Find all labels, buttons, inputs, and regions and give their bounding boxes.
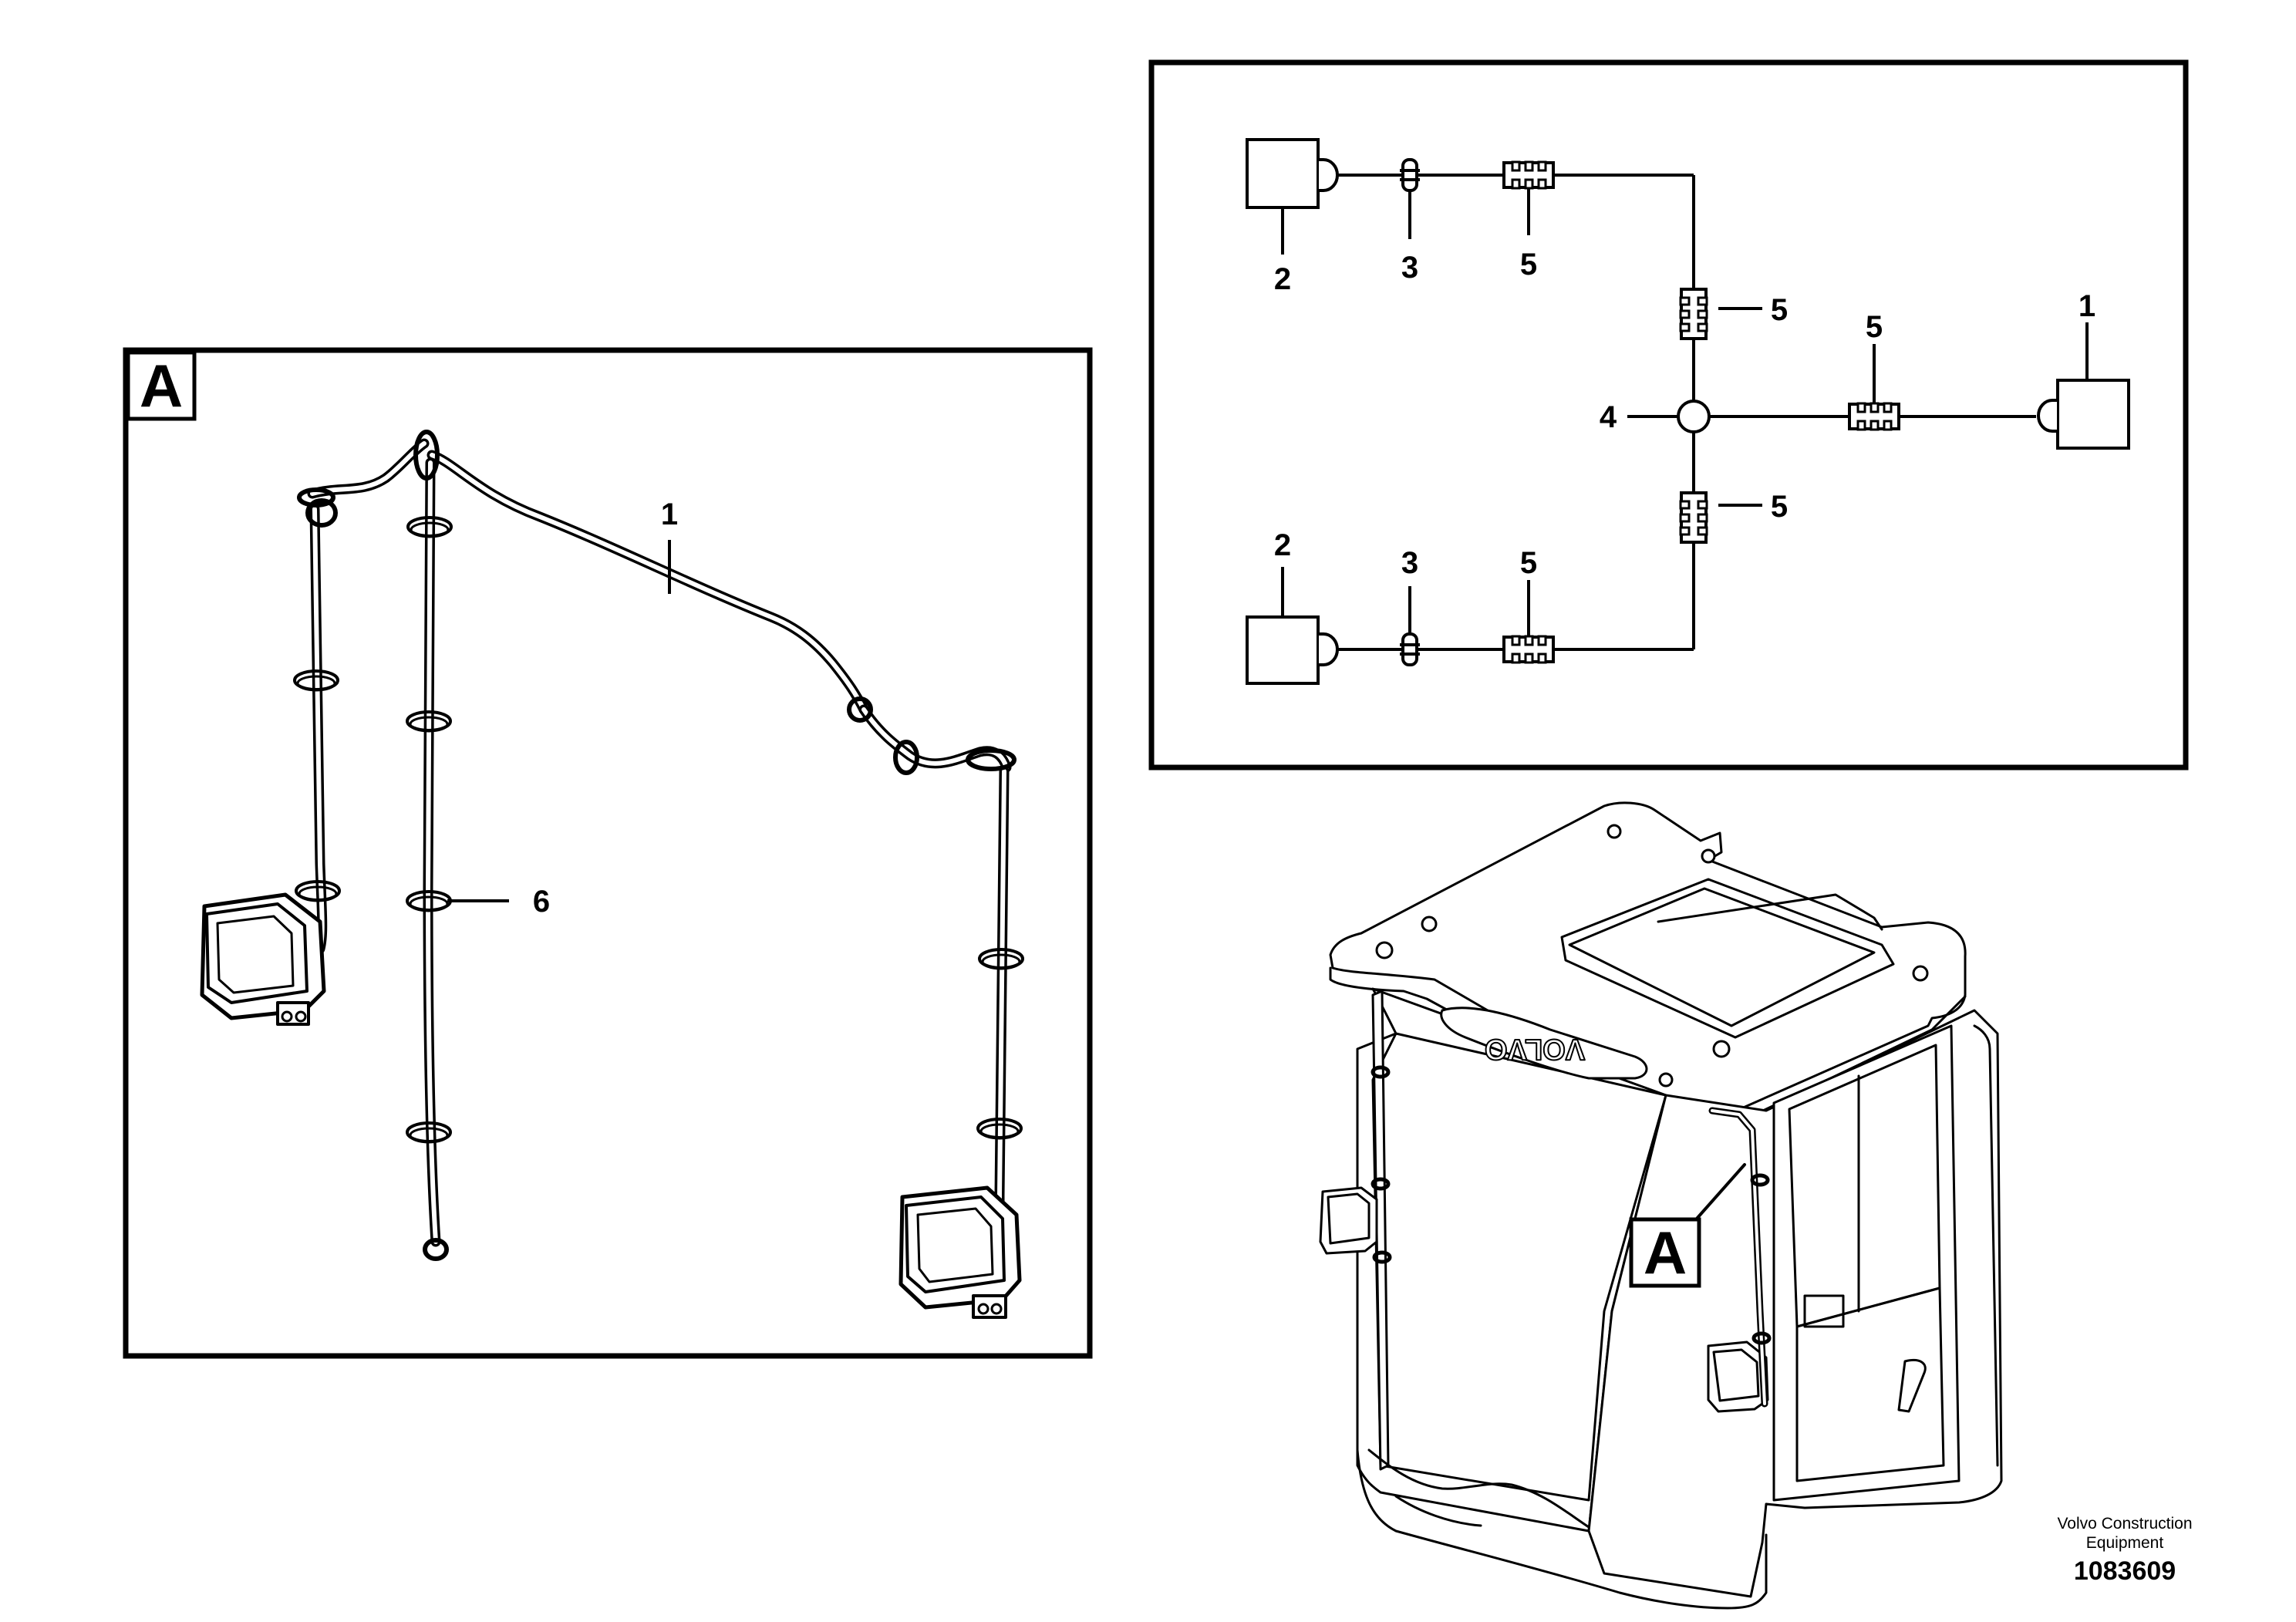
schematic-wires: [1333, 174, 2036, 651]
cab-lamp-left: [1319, 1186, 1378, 1255]
connector-right: [1848, 402, 1900, 431]
seal-bottom: [1398, 632, 1421, 666]
detail-view-a: A: [123, 347, 1093, 1359]
lamp-top: [1246, 138, 1339, 209]
callout-lamp-right: 1: [2079, 289, 2095, 323]
work-lamp-right: [899, 1185, 1022, 1319]
callout-seal-top: 3: [1401, 251, 1418, 285]
callout-lamp-top: 2: [1274, 262, 1291, 296]
wiring-schematic: 2 3 5 5 5 1 4 5 2 3 5: [1148, 59, 2189, 771]
callout-connector-vertical-top: 5: [1771, 293, 1788, 327]
callout-connector-vertical-bottom: 5: [1771, 490, 1788, 524]
work-lamp-left: [200, 892, 326, 1026]
callout-harness: 1: [661, 497, 678, 594]
callout-connector-top: 5: [1520, 248, 1537, 282]
view-letter: A: [140, 352, 183, 420]
connector-vertical-top: [1681, 289, 1707, 339]
callout-lamp-bottom: 2: [1274, 528, 1291, 562]
overview-view-letter: A: [1644, 1219, 1687, 1286]
callout-clip: 6: [447, 885, 550, 919]
wiring-harness: [297, 430, 1017, 1278]
callout-label-harness: 1: [661, 497, 678, 531]
lamp-bottom: [1246, 615, 1339, 685]
callout-label-clip: 6: [533, 885, 550, 919]
cab-overview: VOLVO: [1319, 801, 2003, 1610]
connector-top: [1502, 160, 1555, 190]
seal-top: [1398, 158, 1421, 192]
brand-mark: VOLVO: [1485, 1033, 1585, 1065]
callout-connector-right: 5: [1866, 310, 1883, 344]
connector-bottom: [1502, 635, 1555, 664]
lamp-right: [2037, 379, 2130, 450]
view-letter-badge: A: [126, 350, 197, 421]
company-name-line2: Equipment: [2086, 1534, 2164, 1552]
callout-junction: 4: [1600, 400, 1617, 434]
drawing-number: 1083609: [2074, 1556, 2176, 1586]
junction-node: [1677, 400, 1711, 433]
drawing-footer: Volvo Construction Equipment 1083609: [2057, 1515, 2192, 1586]
connector-vertical-bottom: [1681, 493, 1707, 542]
detail-frame: [123, 347, 1093, 1359]
callout-seal-bottom: 3: [1401, 546, 1418, 580]
callout-connector-bottom: 5: [1520, 546, 1537, 580]
schematic-callouts: [1281, 188, 2089, 637]
cable-clips: [293, 516, 1024, 1144]
overview-view-badge: A: [1629, 1217, 1701, 1288]
brand-bar: [1440, 1007, 1648, 1080]
schematic-frame: [1148, 59, 2189, 771]
company-name-line1: Volvo Construction: [2057, 1515, 2192, 1533]
